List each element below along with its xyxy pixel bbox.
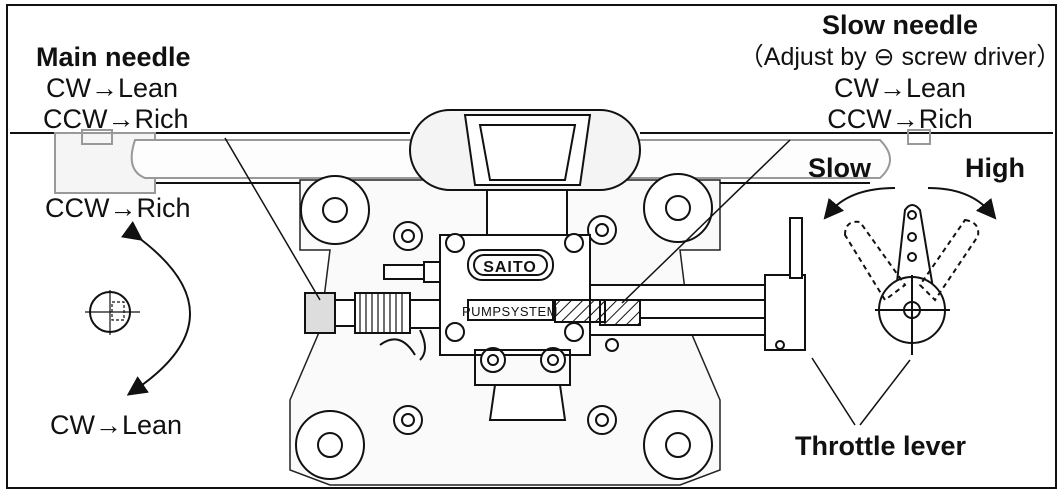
slow-needle-leader — [621, 139, 791, 304]
top-tank — [409, 109, 641, 191]
high-arrow — [927, 187, 997, 220]
throttle-barrel — [554, 217, 806, 352]
throttle-high-label: High — [965, 153, 1025, 183]
slow-needle-ccw: CCW→Rich — [827, 104, 973, 134]
carb-neck — [486, 189, 568, 236]
carburetor-body — [439, 233, 591, 421]
slow-needle-cw: CW→Lean — [834, 73, 966, 103]
slow-needle-title: Slow needle — [822, 10, 978, 40]
fuel-nipples — [383, 261, 441, 283]
rotation-diagram — [85, 221, 191, 396]
hex-bolts — [393, 215, 617, 435]
slow-needle-note: （Adjust by ⊖ screw driver） — [739, 43, 1061, 71]
diagram-border — [6, 4, 1057, 489]
main-needle-cw: CW→Lean — [46, 73, 178, 103]
main-needle-leader — [224, 137, 321, 301]
rotation-cw-label: CW→Lean — [50, 410, 182, 440]
throttle-leader-lines — [811, 357, 911, 426]
throttle-slow-label: Slow — [808, 153, 872, 183]
pump-plate-text: PUMPSYSTEM — [462, 304, 558, 319]
brand-plate-text: SAITO — [483, 259, 537, 276]
mount-lug-holes — [295, 173, 713, 480]
slow-arrow — [823, 187, 896, 220]
main-needle-ccw: CCW→Rich — [43, 104, 189, 134]
throttle-arm-diagram — [843, 204, 980, 355]
rotation-ccw-label: CCW→Rich — [45, 193, 191, 223]
throttle-lever-label: Throttle lever — [795, 431, 967, 461]
main-needle-title: Main needle — [36, 42, 191, 72]
